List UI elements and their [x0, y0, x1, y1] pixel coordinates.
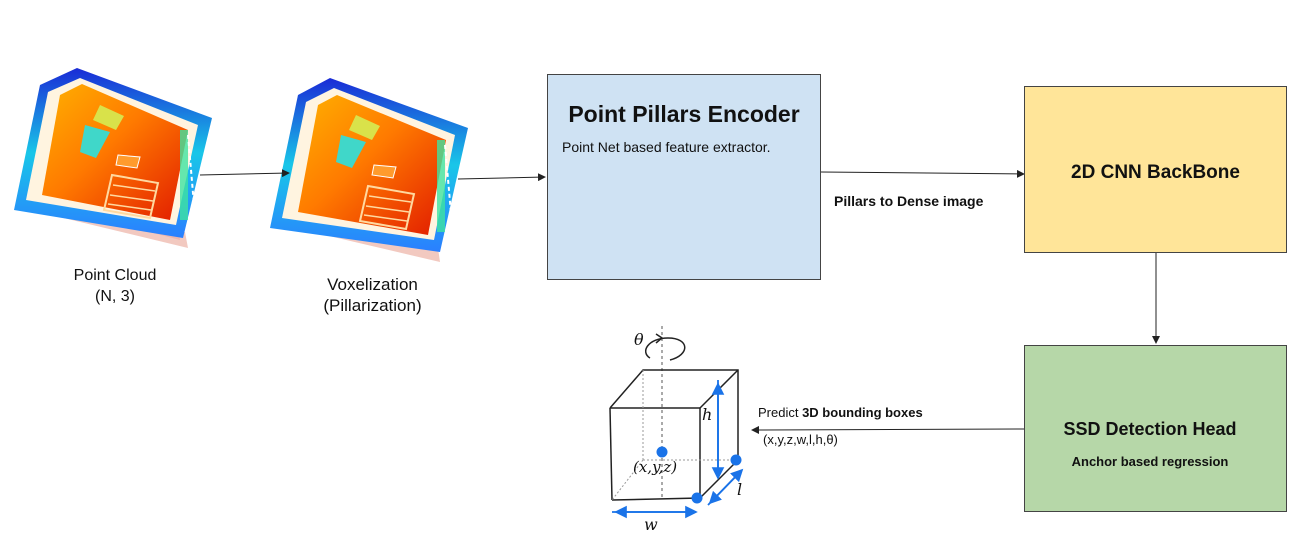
rotation-arrow	[645, 337, 686, 361]
point-cloud-label: Point Cloud	[73, 267, 157, 284]
height-label: h	[702, 405, 713, 424]
predict-params: (x,y,z,w,l,h,θ)	[763, 432, 838, 447]
arrow-encoder-to-backbone	[820, 169, 1025, 178]
encoder-box: Point Pillars Encoder Point Net based fe…	[547, 74, 821, 280]
predict-prefix: Predict	[758, 405, 803, 420]
encoder-subtitle: Point Net based feature extractor.	[562, 139, 771, 155]
detection-head-box: SSD Detection Head Anchor based regressi…	[1024, 345, 1287, 512]
width-label: w	[644, 515, 658, 534]
predict-label: Predict 3D bounding boxes	[758, 405, 923, 420]
backbone-title: 2D CNN BackBone	[1071, 162, 1240, 183]
encoder-title: Point Pillars Encoder	[568, 101, 800, 127]
point-cloud-caption: Point Cloud (N, 3)	[40, 265, 190, 307]
corner-point	[691, 492, 703, 504]
voxelization-caption: Voxelization (Pillarization)	[290, 274, 455, 316]
pillars-to-dense-label: Pillars to Dense image	[834, 193, 984, 209]
length-label: l	[737, 480, 743, 499]
point-cloud-shape: (N, 3)	[95, 288, 135, 305]
backbone-box: 2D CNN BackBone	[1024, 86, 1287, 253]
corner-point	[730, 454, 742, 466]
theta-label: θ	[634, 330, 644, 349]
arrow-cloud-to-voxel	[199, 169, 290, 178]
voxelization-label: Voxelization	[327, 275, 418, 294]
voxelization-sub: (Pillarization)	[323, 296, 422, 315]
arrow-head-to-boxes	[751, 425, 1025, 434]
arrow-voxel-to-encoder	[457, 173, 546, 182]
point-cloud-image	[14, 68, 212, 248]
center-label: (x,y,z)	[633, 458, 678, 476]
voxelized-image	[270, 78, 468, 262]
bounding-box-diagram	[609, 326, 744, 519]
predict-bold: 3D bounding boxes	[802, 405, 923, 420]
detection-head-subtitle: Anchor based regression	[1071, 454, 1229, 469]
detection-head-title: SSD Detection Head	[1063, 419, 1237, 439]
center-point	[656, 446, 668, 458]
